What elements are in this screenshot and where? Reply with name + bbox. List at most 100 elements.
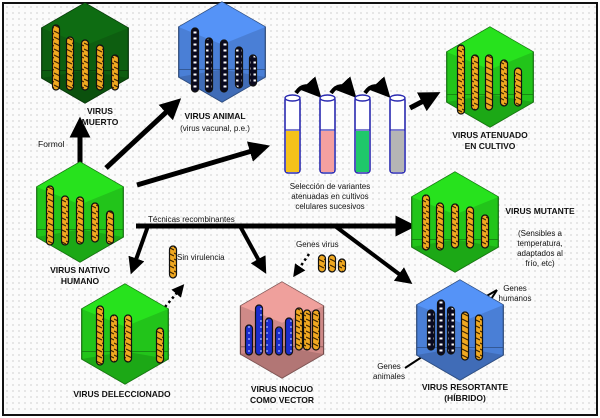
label-virus-mutante: VIRUS MUTANTE [505, 206, 575, 216]
tube-liquid [391, 131, 404, 172]
capsid-virus-resortante-gene-4 [460, 311, 470, 361]
label-virus-muerto-1: VIRUS [87, 106, 113, 116]
capsid-virus-nativo-gene-2 [60, 195, 70, 246]
capsid-virus-atenuado-gene-1 [456, 44, 466, 115]
tube-liquid [356, 131, 369, 172]
capsid-virus-inocuo-gene-1 [244, 324, 254, 356]
capsid-virus-animal [178, 1, 266, 103]
capsid-virus-nativo-gene-5 [105, 210, 115, 245]
annotation-genes-humanos-2: humanos [499, 294, 532, 303]
capsid-virus-deleccionado [81, 283, 169, 385]
capsid-virus-inocuo-gene-8 [311, 309, 321, 351]
arrow-nativo-to-tubes [136, 141, 271, 188]
capsid-virus-deleccionado-gene-3 [123, 314, 133, 363]
dotted-arrow-genes-virus [293, 253, 311, 278]
capsid-virus-atenuado-gene-4 [499, 59, 509, 107]
mutante-note-1: (Sensibles a [518, 229, 563, 238]
tube-rim [389, 94, 406, 102]
capsid-virus-nativo-facet-bottom [36, 229, 124, 262]
label-virus-nativo-1: VIRUS NATIVO [50, 265, 110, 275]
annotation-seleccion-2: atenuadas en cultivos [291, 192, 368, 201]
capsid-virus-nativo-gene-1 [45, 185, 55, 246]
capsid-virus-atenuado-facet-top [446, 27, 534, 70]
tube-4 [389, 94, 406, 174]
annotation-sin-virulencia: Sin virulencia [177, 253, 225, 262]
annotation-tecnicas: Técnicas recombinantes [148, 215, 235, 224]
annotation-genes-animales-2: animales [373, 372, 405, 381]
capsid-virus-nativo-gene-4 [90, 202, 100, 243]
capsid-virus-inocuo-gene-4 [274, 326, 284, 356]
capsid-virus-deleccionado-gene-1 [95, 305, 105, 366]
dotted-arrow-deleccionado [164, 284, 185, 308]
capsid-virus-mutante-gene-2 [435, 202, 445, 251]
tube-2 [319, 94, 336, 174]
capsid-virus-resortante-gene-5 [474, 314, 484, 361]
label-virus-atenuado-1: VIRUS ATENUADO [452, 130, 528, 140]
capsid-virus-inocuo [239, 281, 325, 379]
capsid-virus-nativo-facet-top [36, 162, 124, 205]
capsid-virus-inocuo-gene-2 [254, 304, 264, 356]
arrow-to-inocuo [238, 225, 267, 274]
capsids [36, 1, 534, 385]
mutante-note-3: adaptados al [517, 249, 563, 258]
arrow-nativo-to-animal [104, 98, 182, 170]
gene-virus-2 [327, 254, 337, 273]
capsid-virus-muerto-gene-3 [80, 39, 90, 91]
annotation-genes-humanos-1: Genes [503, 284, 527, 293]
capsid-virus-mutante-facet-bottom [411, 239, 499, 272]
capsid-virus-animal-gene-1 [190, 27, 200, 93]
mutante-note-2: temperatura, [517, 239, 562, 248]
capsid-virus-nativo-gene-3 [75, 196, 85, 245]
capsid-virus-muerto-gene-1 [51, 24, 61, 91]
capsid-virus-mutante-gene-1 [421, 194, 431, 251]
capsid-virus-muerto-gene-4 [95, 44, 105, 91]
capsid-virus-inocuo-gene-6 [294, 307, 304, 351]
mutante-note-4: frío, etc) [525, 259, 555, 268]
label-virus-inocuo-2: COMO VECTOR [250, 395, 314, 405]
tube-rim [284, 94, 301, 102]
capsid-virus-muerto [41, 2, 129, 104]
transfer-arrow-2 [329, 76, 357, 98]
capsid-virus-animal-gene-4 [234, 46, 244, 89]
annotation-seleccion-3: celulares sucesivos [295, 202, 364, 211]
tube-rim [354, 94, 371, 102]
capsid-virus-deleccionado-gene-4 [155, 327, 165, 364]
tube-liquid [321, 131, 334, 172]
tube-3 [354, 94, 371, 174]
capsid-virus-resortante [416, 279, 504, 381]
capsid-virus-resortante-gene-3 [446, 306, 456, 355]
capsid-virus-muerto-gene-5 [110, 54, 120, 91]
capsid-virus-resortante-gene-2 [436, 299, 446, 356]
capsid-virus-atenuado-gene-3 [484, 54, 494, 111]
label-virus-animal-2: (virus vacunal, p.e.) [180, 124, 250, 133]
arrow-to-deleccionado [128, 225, 150, 275]
label-virus-deleccionado: VIRUS DELECCIONADO [73, 389, 171, 399]
capsid-virus-nativo [36, 161, 124, 263]
label-virus-muerto-2: MUERTO [82, 117, 119, 127]
label-virus-nativo-2: HUMANO [61, 276, 100, 286]
label-virus-resortante-2: (HÍBRIDO) [444, 393, 486, 403]
arrow-tubes-to-atenuado [408, 92, 441, 112]
gene-sin-virulencia [168, 245, 178, 279]
capsid-virus-inocuo-gene-3 [264, 317, 274, 356]
capsid-virus-atenuado-facet-bottom [446, 94, 534, 127]
capsid-virus-mutante-facet-top [411, 172, 499, 215]
capsid-virus-mutante-gene-4 [465, 206, 475, 249]
tube-1 [284, 94, 301, 174]
annotation-genes-animales-1: Genes [377, 362, 401, 371]
capsid-virus-animal-facet-top [178, 2, 266, 45]
capsid-virus-animal-gene-5 [248, 54, 258, 87]
transfer-arrow-1 [294, 76, 322, 98]
capsid-virus-atenuado [446, 26, 534, 128]
culture-tubes [284, 94, 406, 174]
annotation-seleccion-1: Selección de variantes [290, 182, 371, 191]
annotation-formol: Formol [38, 139, 65, 149]
annotation-genes-virus: Genes virus [296, 240, 339, 249]
capsid-virus-muerto-gene-2 [65, 36, 75, 91]
capsid-virus-mutante [411, 171, 499, 273]
label-virus-resortante-1: VIRUS RESORTANTE [422, 382, 509, 392]
tube-liquid [286, 131, 299, 172]
free-genes [168, 245, 347, 279]
capsid-virus-mutante-gene-5 [480, 214, 490, 249]
